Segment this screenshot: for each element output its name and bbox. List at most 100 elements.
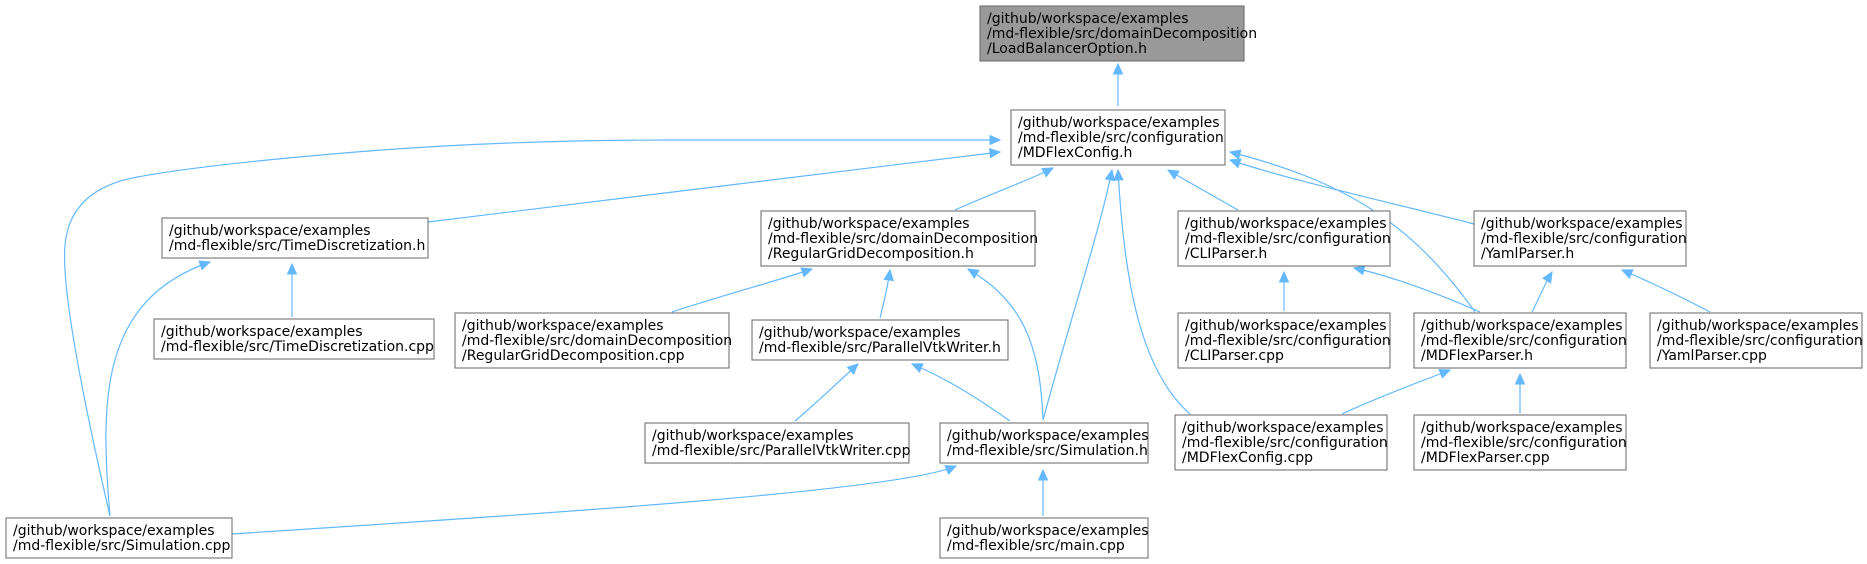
node-mdflexconfig_cpp[interactable]: /github/workspace/examples/md-flexible/s… xyxy=(1174,414,1388,471)
node-parallelvtkwriter_cpp[interactable]: /github/workspace/examples/md-flexible/s… xyxy=(644,422,911,464)
edge-line xyxy=(63,139,1000,517)
node-regulargriddecomposition_cpp[interactable]: /github/workspace/examples/md-flexible/s… xyxy=(454,312,732,369)
node-regulargriddecomposition_h[interactable]: /github/workspace/examples/md-flexible/s… xyxy=(760,210,1038,267)
nodes-layer: /github/workspace/examples/md-flexible/s… xyxy=(5,5,1863,559)
edge-timediscretization_h-to-mdflexconfig_h xyxy=(427,147,1002,223)
node-box xyxy=(760,210,1036,267)
node-timediscretization_h[interactable]: /github/workspace/examples/md-flexible/s… xyxy=(161,217,429,259)
node-box xyxy=(644,422,910,464)
node-timediscretization_cpp[interactable]: /github/workspace/examples/md-flexible/s… xyxy=(153,318,435,360)
node-mdflexparser_h[interactable]: /github/workspace/examples/md-flexible/s… xyxy=(1413,312,1627,369)
edge-line xyxy=(1117,169,1191,415)
edge-regulargriddecomposition_cpp-to-regulargriddecomposition_h xyxy=(671,267,814,313)
arrow-head-icon xyxy=(800,267,814,278)
edge-mdflexconfig_cpp-to-mdflexparser_h xyxy=(1341,369,1452,415)
node-mdflexconfig_h[interactable]: /github/workspace/examples/md-flexible/s… xyxy=(1010,109,1226,166)
arrow-head-icon xyxy=(1104,168,1116,182)
node-label-line: /github/workspace/examples xyxy=(1657,318,1859,334)
arrow-head-icon xyxy=(1037,468,1049,481)
node-label-line: /md-flexible/src/Simulation.cpp xyxy=(13,538,231,554)
arrow-head-icon xyxy=(883,268,894,282)
edge-line xyxy=(1042,169,1113,421)
node-box xyxy=(1010,109,1226,166)
node-label-line: /YamlParser.h xyxy=(1481,246,1574,262)
node-label-line: /YamlParser.cpp xyxy=(1657,348,1767,364)
node-label-line: /md-flexible/src/configuration xyxy=(1185,231,1391,247)
edge-mdflexconfig_cpp-to-mdflexconfig_h xyxy=(1113,168,1191,415)
arrow-head-icon xyxy=(286,262,298,275)
arrow-head-icon xyxy=(198,260,212,271)
node-box xyxy=(1177,210,1391,267)
node-box xyxy=(454,312,730,369)
node-box xyxy=(1174,414,1388,471)
node-label-line: /github/workspace/examples xyxy=(462,318,664,334)
node-box xyxy=(1473,210,1687,267)
node-label-line: /md-flexible/src/Simulation.h xyxy=(947,443,1148,459)
node-box xyxy=(939,422,1149,464)
node-label-line: /github/workspace/examples xyxy=(1421,318,1623,334)
node-label-line: /MDFlexConfig.h xyxy=(1018,145,1132,161)
edge-simulation_h-to-parallelvtkwriter_h xyxy=(910,363,1011,422)
arrow-head-icon xyxy=(910,363,924,373)
node-label-line: /md-flexible/src/main.cpp xyxy=(947,538,1125,554)
node-simulation_h[interactable]: /github/workspace/examples/md-flexible/s… xyxy=(939,422,1149,464)
edge-cliparser_h-to-mdflexconfig_h xyxy=(1166,169,1239,211)
node-label-line: /md-flexible/src/ParallelVtkWriter.h xyxy=(759,340,1001,356)
node-label-line: /github/workspace/examples xyxy=(652,428,854,444)
edge-line xyxy=(967,268,1044,421)
node-simulation_cpp[interactable]: /github/workspace/examples/md-flexible/s… xyxy=(5,517,233,559)
edge-regulargriddecomposition_h-to-mdflexconfig_h xyxy=(954,167,1055,211)
node-label-line: /MDFlexParser.cpp xyxy=(1421,450,1550,466)
node-label-line: /github/workspace/examples xyxy=(1421,420,1623,436)
arrow-head-icon xyxy=(1228,149,1242,160)
edge-line xyxy=(1229,151,1476,313)
arrow-head-icon xyxy=(944,465,958,475)
arrow-head-icon xyxy=(1112,62,1124,75)
node-yamlparser_h[interactable]: /github/workspace/examples/md-flexible/s… xyxy=(1473,210,1687,267)
arrow-head-icon xyxy=(966,268,980,279)
arrow-head-icon xyxy=(1278,270,1290,283)
arrow-head-icon xyxy=(1041,167,1055,178)
node-box xyxy=(161,217,429,259)
edge-line xyxy=(671,268,813,313)
node-label-line: /github/workspace/examples xyxy=(169,223,371,239)
node-label-line: /MDFlexParser.h xyxy=(1421,348,1533,364)
node-label-line: /md-flexible/src/configuration xyxy=(1185,333,1391,349)
arrow-head-icon xyxy=(1620,269,1634,279)
node-yamlparser_cpp[interactable]: /github/workspace/examples/md-flexible/s… xyxy=(1649,312,1863,369)
node-label-line: /md-flexible/src/TimeDiscretization.h xyxy=(169,238,425,254)
node-box xyxy=(979,5,1245,62)
edge-line xyxy=(954,167,1054,211)
arrow-head-icon xyxy=(846,363,859,375)
node-loadbalanceroption_h: /github/workspace/examples/md-flexible/s… xyxy=(979,5,1257,62)
arrow-head-icon xyxy=(988,147,1002,159)
node-label-line: /github/workspace/examples xyxy=(768,216,970,232)
edge-mdflexparser_cpp-to-mdflexparser_h xyxy=(1514,372,1526,414)
node-cliparser_h[interactable]: /github/workspace/examples/md-flexible/s… xyxy=(1177,210,1391,267)
node-label-line: /CLIParser.h xyxy=(1185,246,1267,262)
node-parallelvtkwriter_h[interactable]: /github/workspace/examples/md-flexible/s… xyxy=(751,319,1009,361)
edge-simulation_h-to-regulargriddecomposition_h xyxy=(966,268,1044,421)
node-label-line: /md-flexible/src/domainDecomposition xyxy=(462,333,732,349)
edge-mdflexparser_h-to-cliparser_h xyxy=(1352,265,1481,313)
edge-line xyxy=(1353,267,1481,313)
arrow-head-icon xyxy=(1514,372,1526,385)
node-mdflexparser_cpp[interactable]: /github/workspace/examples/md-flexible/s… xyxy=(1413,414,1627,471)
node-label-line: /github/workspace/examples xyxy=(947,428,1149,444)
node-box xyxy=(1649,312,1863,369)
node-label-line: /github/workspace/examples xyxy=(1018,115,1220,131)
edge-line xyxy=(1167,169,1239,211)
node-main_cpp[interactable]: /github/workspace/examples/md-flexible/s… xyxy=(939,517,1149,559)
edge-parallelvtkwriter_cpp-to-parallelvtkwriter_h xyxy=(794,363,859,422)
edge-line xyxy=(794,363,859,422)
node-box xyxy=(1413,312,1627,369)
edge-line xyxy=(427,151,1001,223)
arrow-head-icon xyxy=(989,134,1002,146)
node-label-line: /md-flexible/src/TimeDiscretization.cpp xyxy=(161,339,434,355)
edge-simulation_cpp-to-simulation_h xyxy=(231,465,958,535)
node-box xyxy=(939,517,1149,559)
edge-simulation_cpp-to-mdflexconfig_h xyxy=(63,134,1002,517)
node-cliparser_cpp[interactable]: /github/workspace/examples/md-flexible/s… xyxy=(1177,312,1391,369)
node-box xyxy=(1177,312,1391,369)
